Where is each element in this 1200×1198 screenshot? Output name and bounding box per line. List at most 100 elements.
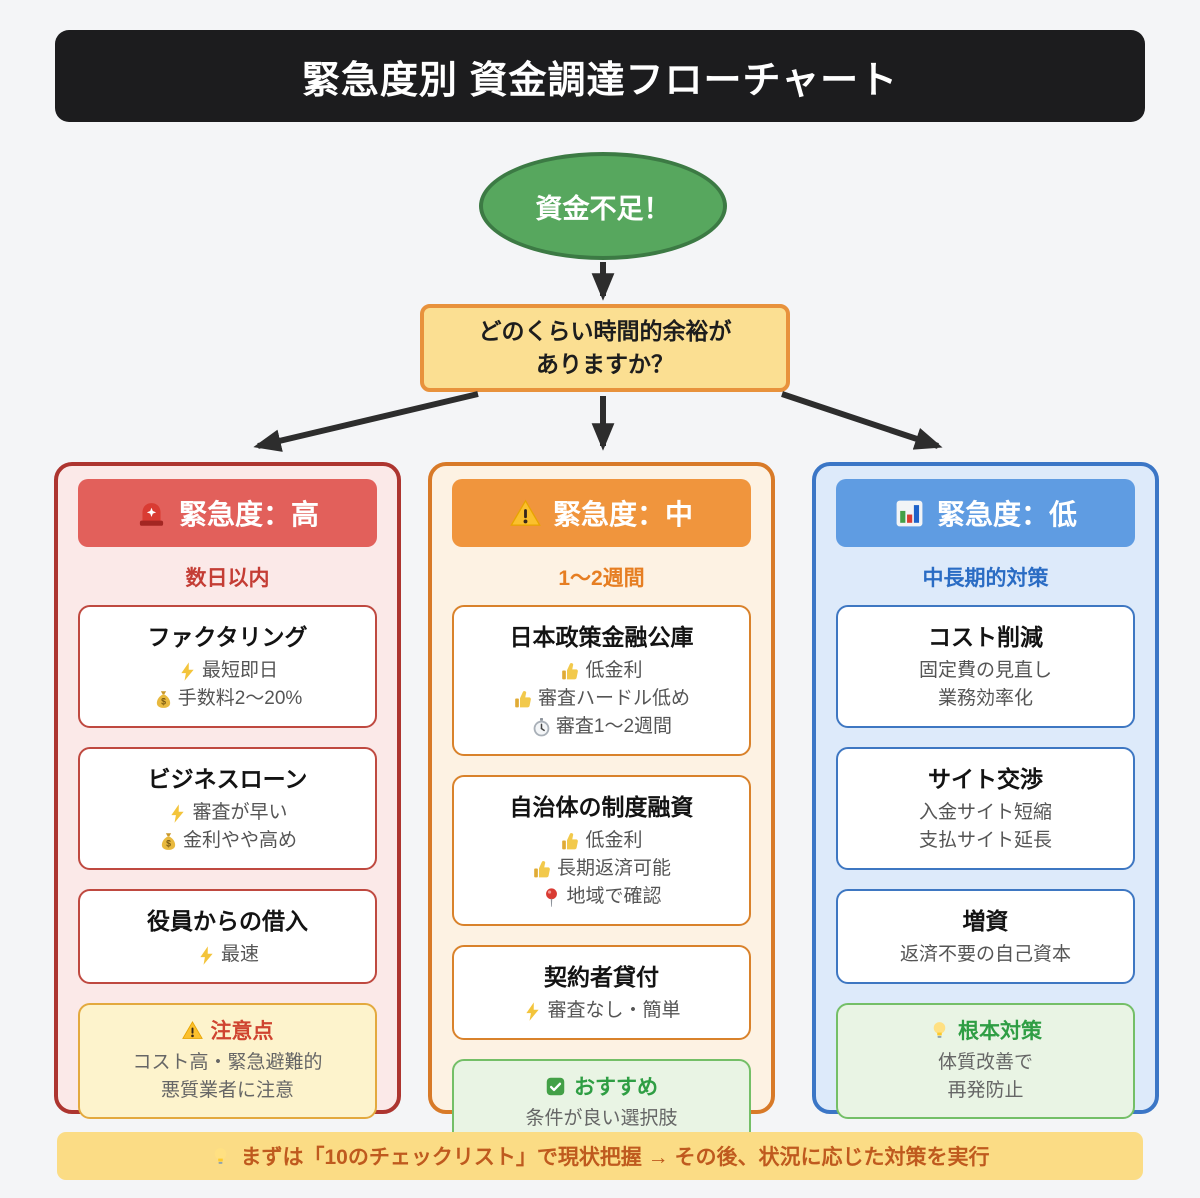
card-detail-line: 返済不要の自己資本 [846, 941, 1125, 969]
start-node: 資金不足！ [479, 152, 727, 260]
note-title-text: おすすめ [574, 1076, 658, 1099]
start-node-label: 資金不足！ [535, 193, 671, 224]
note-card-caution: 注意点 コスト高・緊急避難的 悪質業者に注意 [78, 1003, 377, 1120]
detail-text: 長期返済可能 [556, 858, 671, 880]
card-detail-line: 審査が早い [88, 799, 367, 827]
card-title: サイト交渉 [928, 766, 1043, 792]
detail-text: 固定費の見直し [918, 660, 1052, 682]
urgency-column-medium: 緊急度：中 1〜2週間 日本政策金融公庫 低金利 審査ハードル低め 審査1〜2週… [428, 462, 775, 1148]
column-header-high: 緊急度：高 [78, 479, 377, 547]
zap-icon [196, 945, 217, 966]
card-detail-line: 審査1〜2週間 [462, 713, 741, 741]
column-header-label: 緊急度：中 [552, 499, 693, 530]
question-node: どのくらい時間的余裕が ありますか？ [420, 304, 790, 392]
bulb-icon [929, 1020, 950, 1041]
detail-text: 最短即日 [201, 660, 278, 682]
option-card: ビジネスローン 審査が早い 金利やや高め [78, 747, 377, 870]
detail-text: 手数料2〜20% [177, 688, 303, 710]
note-line: 体質改善で [937, 1052, 1033, 1073]
detail-text: 入金サイト短縮 [918, 802, 1052, 824]
zap-icon [177, 661, 198, 682]
detail-text: 審査が早い [192, 802, 288, 824]
warning-icon [510, 498, 541, 529]
detail-text: 金利やや高め [182, 830, 297, 852]
card-detail-line: 手数料2〜20% [88, 685, 367, 713]
thumbs-up-icon [513, 689, 534, 710]
note-title-text: 注意点 [210, 1020, 274, 1043]
card-detail-line: 最速 [88, 941, 367, 969]
option-card: ファクタリング 最短即日 手数料2〜20% [78, 605, 377, 728]
card-detail-line: 入金サイト短縮 [846, 799, 1125, 827]
option-card: 契約者貸付 審査なし・簡単 [452, 945, 751, 1040]
detail-text: 支払サイト延長 [918, 830, 1052, 852]
thumbs-up-icon [560, 661, 581, 682]
note-line: 条件が良い選択肢 [525, 1108, 678, 1129]
card-detail-line: 審査なし・簡単 [462, 997, 741, 1025]
card-detail-line: 審査ハードル低め [462, 685, 741, 713]
note-line: 悪質業者に注意 [160, 1079, 294, 1101]
detail-text: 返済不要の自己資本 [899, 944, 1071, 966]
column-subtitle: 1〜2週間 [558, 567, 645, 590]
option-card: 自治体の制度融資 低金利 長期返済可能 地域で確認 [452, 775, 751, 926]
card-detail-line: 長期返済可能 [462, 855, 741, 883]
card-title: 日本政策金融公庫 [509, 624, 694, 650]
option-card: 増資 返済不要の自己資本 [836, 889, 1135, 984]
card-title: コスト削減 [928, 624, 1043, 650]
option-card: 役員からの借入 最速 [78, 889, 377, 984]
option-card: 日本政策金融公庫 低金利 審査ハードル低め 審査1〜2週間 [452, 605, 751, 756]
check-icon [545, 1076, 566, 1097]
detail-text: 審査1〜2週間 [555, 716, 673, 738]
footer-banner: まずは「10のチェックリスト」で現状把握 → その後、状況に応じた対策を実行 [57, 1132, 1143, 1180]
column-header-low: 緊急度：低 [836, 479, 1135, 547]
card-detail-line: 支払サイト延長 [846, 827, 1125, 855]
title-bar: 緊急度別 資金調達フローチャート [55, 30, 1145, 122]
urgency-column-low: 緊急度：低 中長期的対策 コスト削減 固定費の見直し 業務効率化 サイト交渉 入… [812, 462, 1159, 1120]
card-title: 契約者貸付 [544, 964, 659, 990]
detail-text: 業務効率化 [937, 688, 1033, 710]
pin-icon [541, 887, 562, 908]
note-line: コスト高・緊急避難的 [132, 1052, 323, 1073]
detail-text: 低金利 [585, 660, 643, 682]
option-card: サイト交渉 入金サイト短縮 支払サイト延長 [836, 747, 1135, 870]
siren-icon [136, 498, 167, 529]
note-title-text: 根本対策 [958, 1020, 1042, 1043]
card-title: 増資 [962, 908, 1009, 934]
zap-icon [167, 803, 188, 824]
note-title: 注意点 [88, 1015, 367, 1045]
bar-chart-icon [894, 498, 925, 529]
column-header-medium: 緊急度：中 [452, 479, 751, 547]
card-title: 役員からの借入 [147, 908, 308, 934]
card-detail-line: 最短即日 [88, 657, 367, 685]
stopwatch-icon [531, 717, 552, 738]
thumbs-up-icon [560, 831, 581, 852]
card-title: 自治体の制度融資 [509, 794, 694, 820]
note-title: おすすめ [462, 1071, 741, 1101]
urgency-column-high: 緊急度：高 数日以内 ファクタリング 最短即日 手数料2〜20% ビジネスローン… [54, 462, 401, 1120]
note-line: 再発防止 [947, 1079, 1024, 1101]
card-title: ファクタリング [147, 624, 308, 650]
detail-text: 審査なし・簡単 [547, 1000, 681, 1022]
column-header-label: 緊急度：低 [936, 499, 1077, 530]
column-subtitle: 数日以内 [185, 567, 270, 590]
detail-text: 低金利 [585, 830, 643, 852]
note-card-fundamental: 根本対策 体質改善で 再発防止 [836, 1003, 1135, 1120]
note-title: 根本対策 [846, 1015, 1125, 1045]
card-detail-line: 金利やや高め [88, 827, 367, 855]
zap-icon [522, 1001, 543, 1022]
card-detail-line: 固定費の見直し [846, 657, 1125, 685]
card-detail-line: 低金利 [462, 657, 741, 685]
card-detail-line: 低金利 [462, 827, 741, 855]
money-bag-icon [158, 831, 179, 852]
question-line-2: ありますか？ [536, 351, 674, 377]
thumbs-up-icon [532, 859, 553, 880]
bulb-icon [210, 1146, 231, 1167]
option-card: コスト削減 固定費の見直し 業務効率化 [836, 605, 1135, 728]
card-title: ビジネスローン [147, 766, 308, 792]
card-detail-line: 地域で確認 [462, 883, 741, 911]
warning-icon [182, 1020, 203, 1041]
footer-text: まずは「10のチェックリスト」で現状把握 → その後、状況に応じた対策を実行 [240, 1146, 990, 1169]
detail-text: 審査ハードル低め [537, 688, 690, 710]
detail-text: 地域で確認 [566, 886, 662, 908]
money-bag-icon [153, 689, 174, 710]
